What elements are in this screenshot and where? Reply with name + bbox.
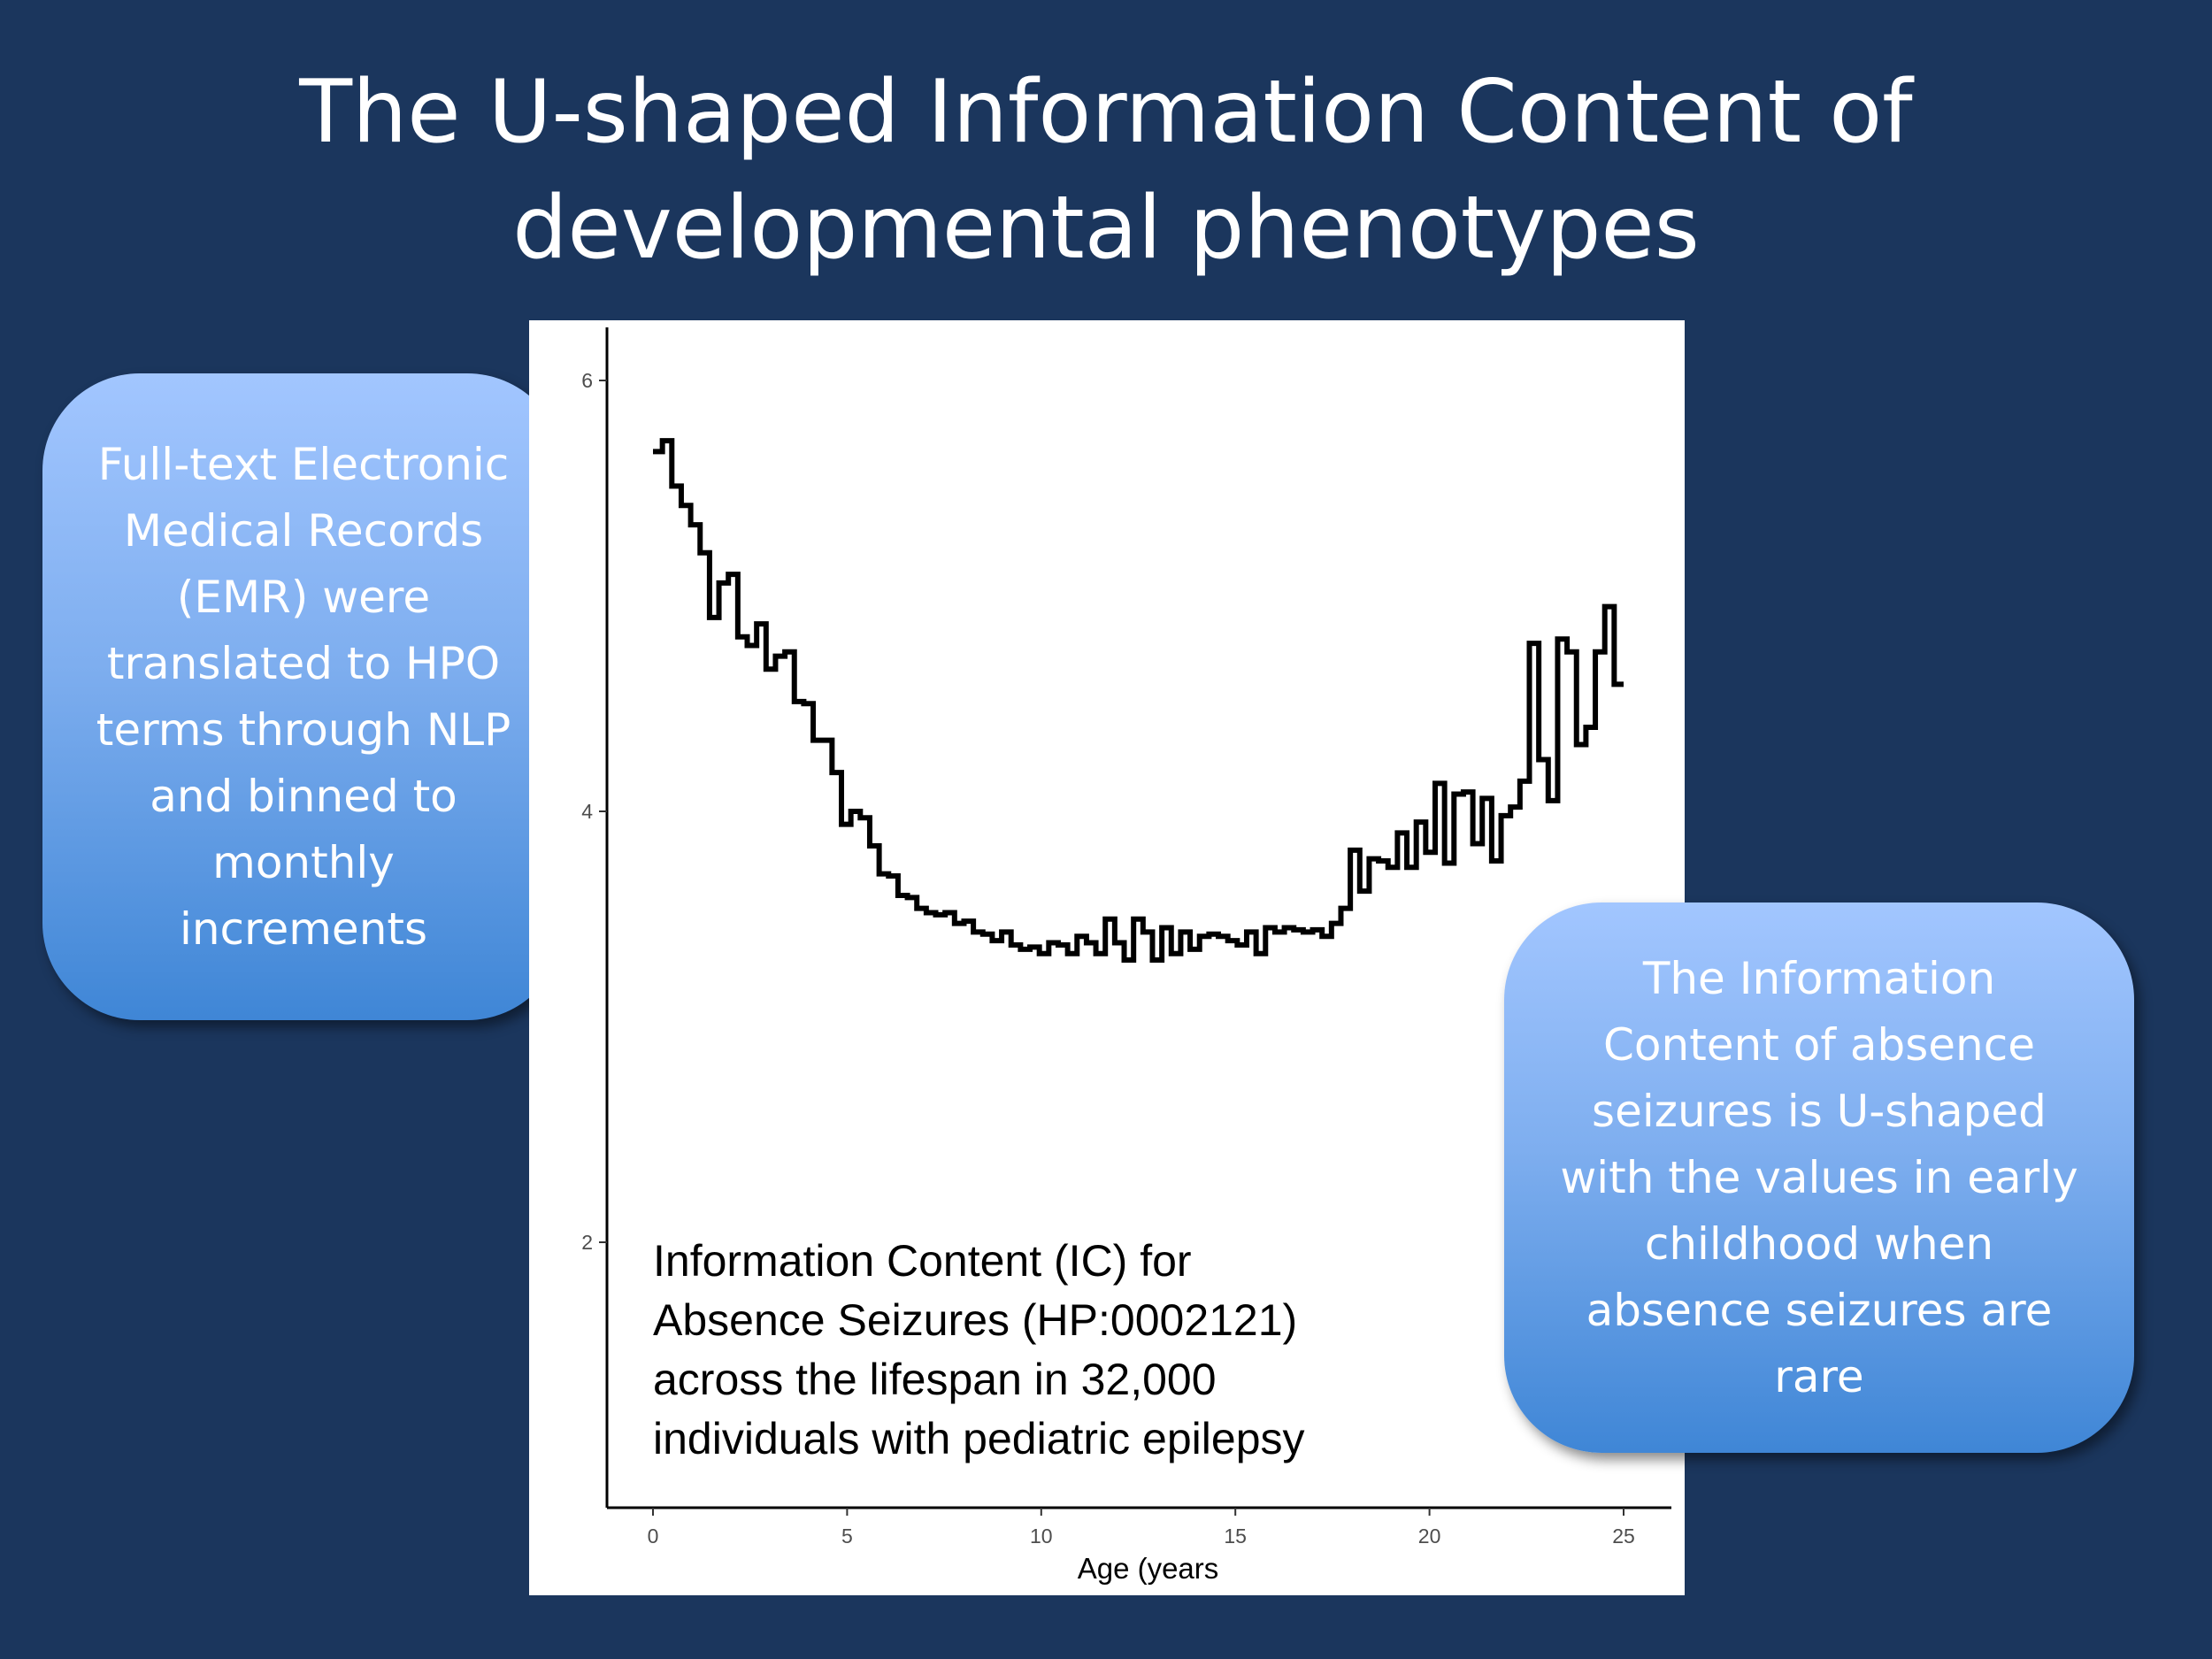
y-tick-label: 2 — [581, 1231, 593, 1254]
y-tick-label: 4 — [581, 800, 593, 823]
callout-line: Medical Records — [123, 504, 484, 557]
x-tick-label: 15 — [1224, 1525, 1247, 1548]
callout-line: increments — [179, 902, 428, 955]
callout-line: and binned to — [150, 770, 457, 822]
ic-step-line — [653, 438, 1624, 964]
title-line-2: developmental phenotypes — [512, 178, 1700, 279]
annotation-line: Information Content (IC) for — [653, 1236, 1192, 1286]
callout-line: (EMR) were — [176, 571, 431, 623]
annotation-line: Absence Seizures (HP:0002121) — [653, 1295, 1298, 1345]
callout-line: Content of absence — [1603, 1018, 2035, 1071]
callout-line: with the values in early — [1560, 1151, 2078, 1203]
slide-title: The U-shaped Information Content of deve… — [0, 55, 2212, 287]
callout-line: rare — [1774, 1350, 1864, 1402]
annotation-line: across the lifespan in 32,000 — [653, 1355, 1217, 1404]
callout-line: The Information — [1642, 952, 1996, 1004]
callout-line: terms through NLP — [96, 703, 511, 756]
callout-line: childhood when — [1644, 1217, 1994, 1270]
callout-line: monthly — [212, 836, 395, 888]
callout-line: absence seizures are — [1586, 1284, 2053, 1336]
emr-callout: Full-text Electronic Medical Records (EM… — [42, 373, 565, 1020]
title-line-1: The U-shaped Information Content of — [299, 62, 1913, 163]
x-tick-label: 10 — [1030, 1525, 1053, 1548]
x-axis-label: Age (years — [1078, 1552, 1219, 1585]
callout-line: Full-text Electronic — [97, 438, 510, 490]
u-shape-callout: The Information Content of absence seizu… — [1504, 902, 2134, 1453]
y-tick-label: 6 — [581, 369, 593, 392]
x-tick-label: 0 — [648, 1525, 659, 1548]
callout-line: translated to HPO — [106, 637, 501, 689]
annotation-line: individuals with pediatric epilepsy — [653, 1414, 1305, 1463]
callout-line: seizures is U-shaped — [1592, 1085, 2047, 1137]
x-tick-label: 5 — [841, 1525, 853, 1548]
x-tick-label: 25 — [1612, 1525, 1635, 1548]
x-tick-label: 20 — [1418, 1525, 1441, 1548]
chart-annotation: Information Content (IC) for Absence Sei… — [653, 1232, 1305, 1469]
